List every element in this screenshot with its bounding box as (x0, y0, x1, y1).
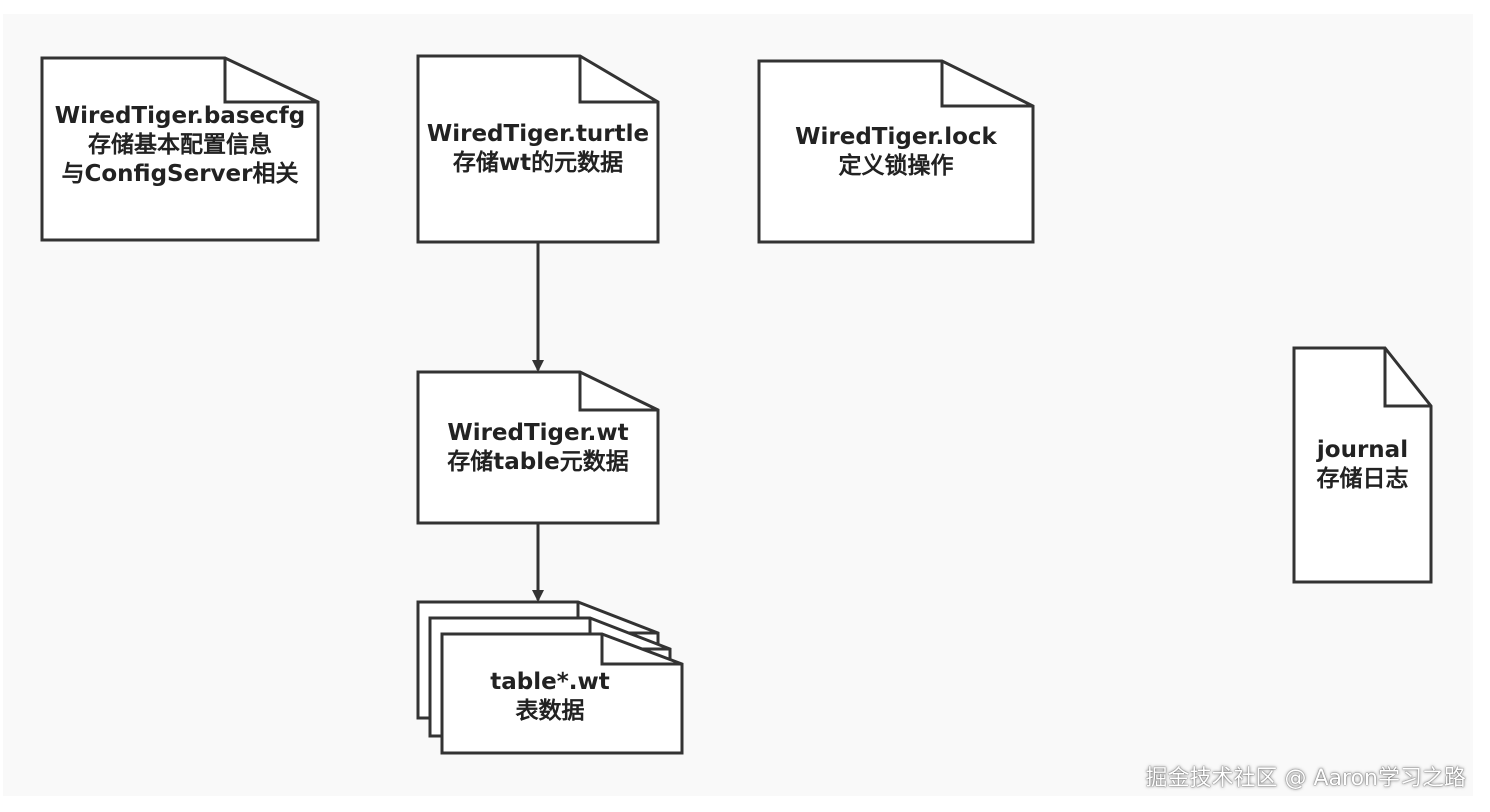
doc-journal-title: journal (1316, 437, 1409, 463)
doc-lock-label: WiredTiger.lock 定义锁操作 (759, 121, 1033, 183)
doc-tables-title: table*.wt (490, 669, 610, 695)
doc-turtle-fold (578, 56, 658, 104)
doc-journal-fold (1383, 348, 1431, 408)
doc-basecfg-desc: 存储基本配置信息 (88, 131, 272, 158)
doc-lock-desc: 定义锁操作 (838, 153, 954, 179)
doc-lock-title: WiredTiger.lock (795, 124, 997, 150)
doc-wt-label: WiredTiger.wt 存储table元数据 (418, 417, 658, 479)
doc-turtle-title: WiredTiger.turtle (426, 121, 650, 147)
doc-journal-label: journal 存储日志 (1294, 434, 1431, 496)
doc-turtle-desc: 存储wt的元数据 (452, 150, 624, 176)
doc-journal-desc: 存储日志 (1316, 466, 1409, 492)
doc-basecfg-fold (223, 58, 318, 104)
watermark-text: 掘金技术社区 @ Aaron学习之路 (1145, 766, 1466, 791)
doc-turtle-label: WiredTiger.turtle 存储wt的元数据 (418, 118, 658, 180)
doc-basecfg-desc2: 与ConfigServer相关 (61, 160, 299, 187)
doc-tables-fold-front (600, 634, 682, 666)
doc-wt-title: WiredTiger.wt (447, 420, 629, 446)
doc-basecfg-label: WiredTiger.basecfg 存储基本配置信息 与ConfigServe… (42, 96, 318, 194)
doc-lock-fold (940, 61, 1033, 108)
doc-wt-desc: 存储table元数据 (447, 449, 629, 475)
doc-tables-label: table*.wt 表数据 (442, 666, 658, 728)
doc-wt-fold (578, 372, 658, 412)
doc-tables-desc: 表数据 (515, 698, 585, 724)
doc-basecfg-title: WiredTiger.basecfg (54, 102, 306, 129)
